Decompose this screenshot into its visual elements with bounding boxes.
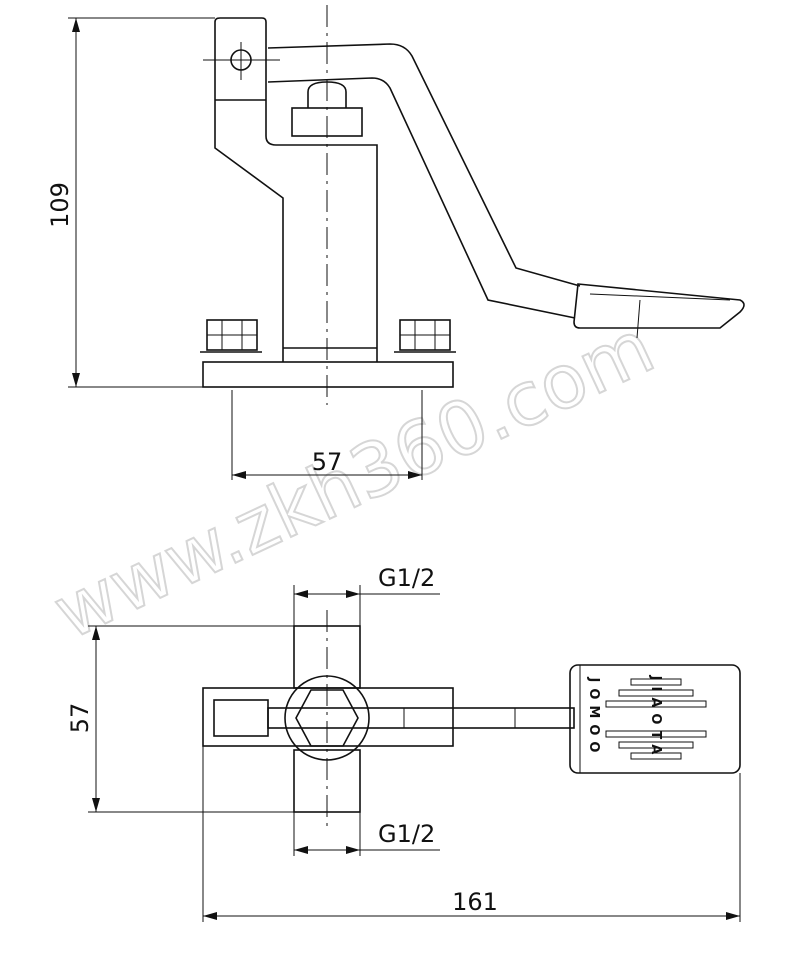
dimension-thread-top: G1/2: [293, 564, 440, 626]
valve-body: [202, 687, 454, 747]
side-view: 109 57: [46, 5, 745, 480]
plunger: [307, 81, 347, 108]
pedal-grip-bars: [605, 678, 707, 760]
pedal-brand: JOMOO: [586, 677, 601, 759]
dimension-overall-length: 161: [202, 746, 741, 922]
dimension-port-spacing: 57: [66, 625, 294, 813]
dimension-base-spacing: 57: [231, 390, 423, 480]
dimension-57-ports: 57: [66, 703, 94, 734]
dimension-thread-bottom: G1/2: [293, 812, 440, 856]
lever-top: [267, 707, 575, 729]
dimension-161: 161: [452, 888, 498, 916]
pedal-lever: [267, 43, 581, 287]
watermark-text: www.zkh360.com: [41, 304, 666, 657]
watermark: www.zkh360.com: [40, 303, 667, 658]
dimension-57-base: 57: [312, 448, 343, 476]
base-plate: [202, 361, 454, 388]
dimension-height: 109: [46, 17, 215, 388]
pedal-label: JIAOTA: [648, 675, 663, 761]
dimension-109: 109: [46, 182, 74, 228]
pedal-top: [569, 664, 741, 774]
thread-label-top: G1/2: [378, 564, 435, 592]
bolt-right: [394, 319, 456, 353]
thread-label-bottom: G1/2: [378, 820, 435, 848]
body: [214, 17, 378, 362]
pedal: [573, 283, 745, 329]
bolt-left: [200, 319, 262, 353]
top-view: JOMOO JIAOTA G1/2 G1/2 57: [66, 564, 741, 922]
